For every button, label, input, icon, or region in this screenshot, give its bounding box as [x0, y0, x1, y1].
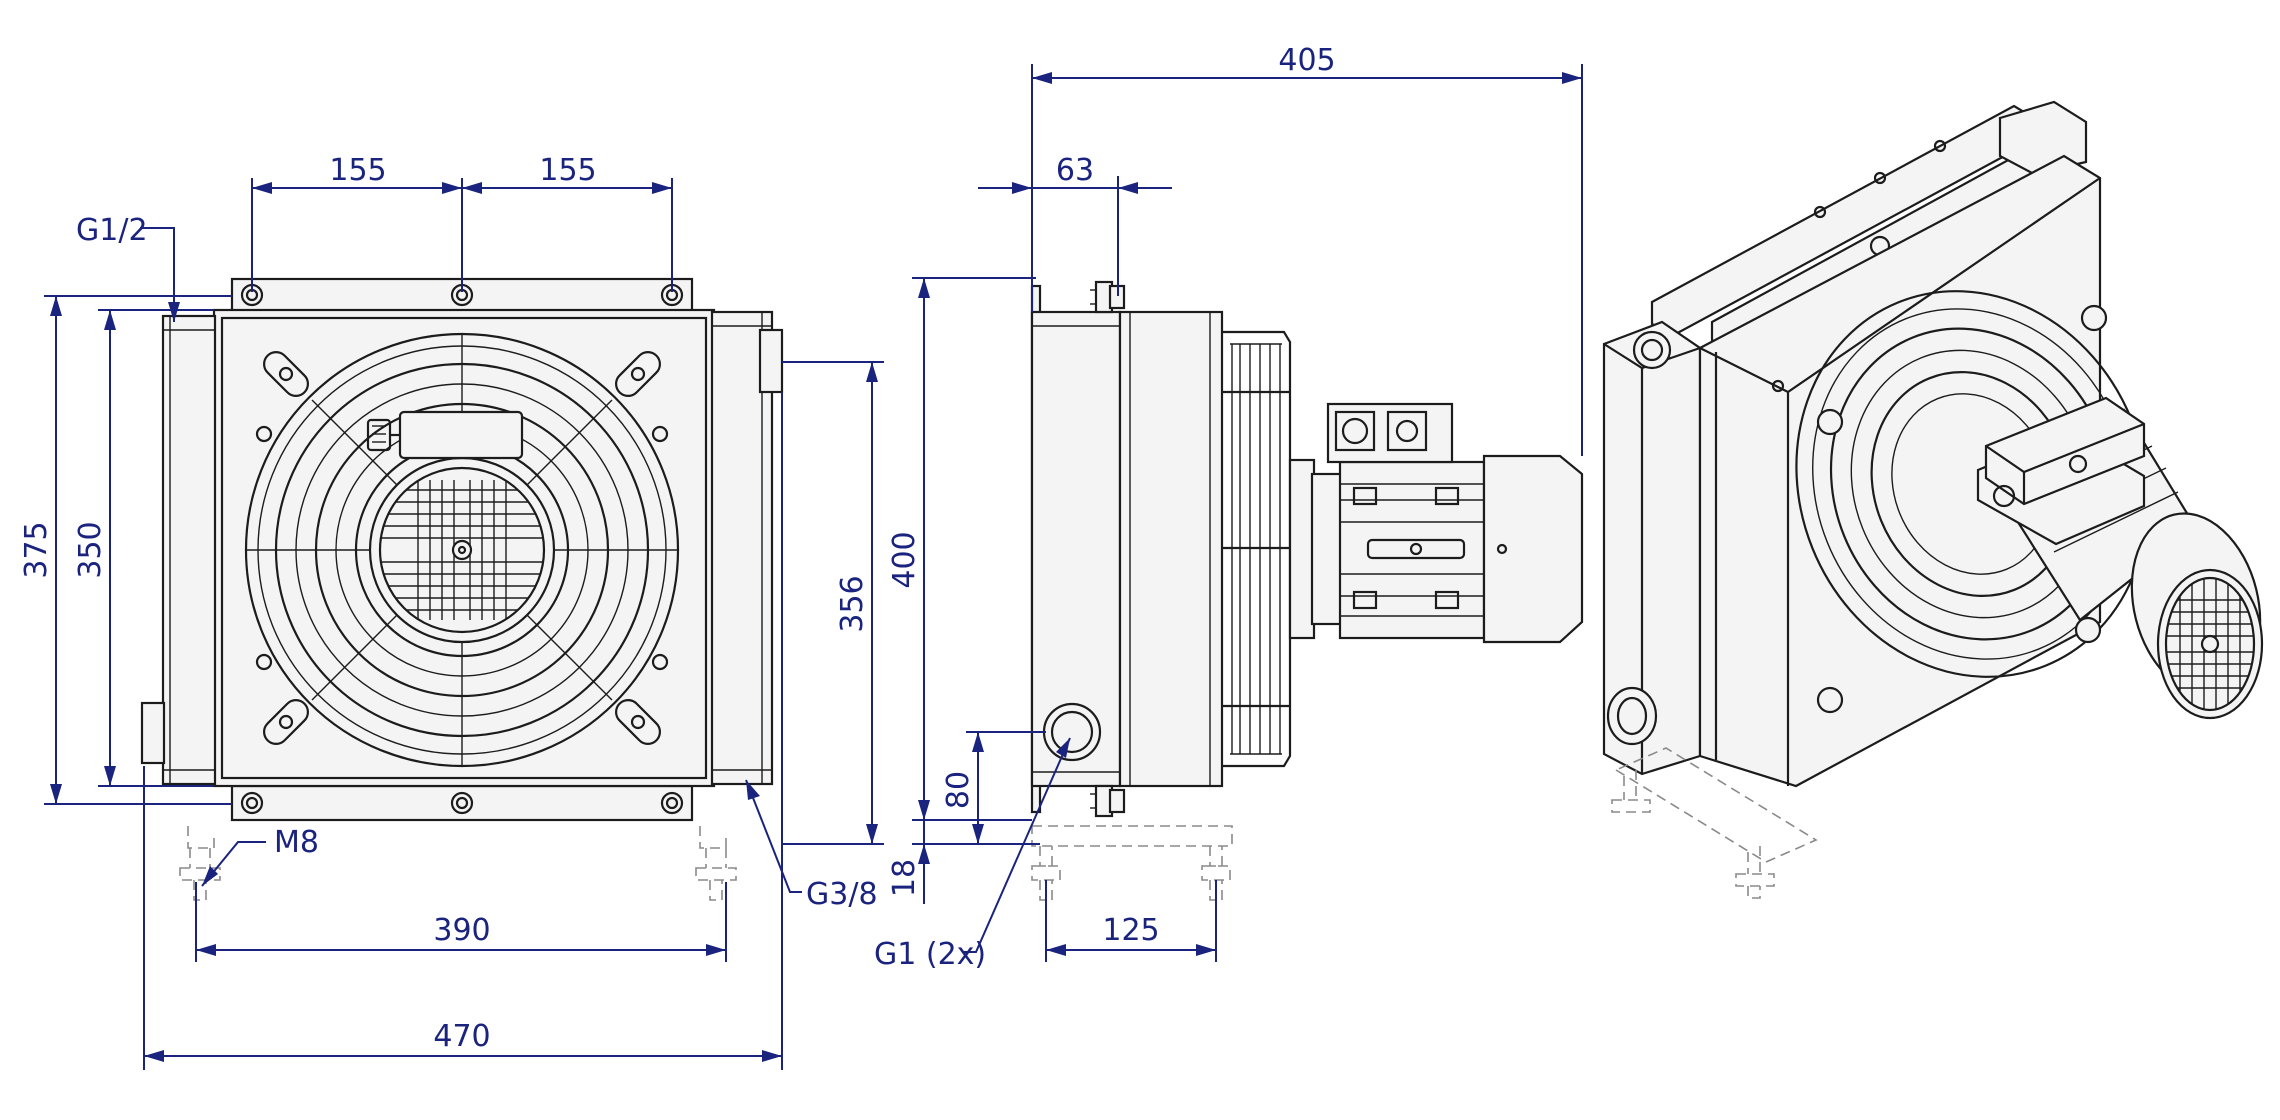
dim-side-height: 400	[887, 531, 922, 588]
dim-bolt-pitch-right: 155	[539, 153, 596, 188]
side-feet	[1031, 825, 1233, 901]
iso-radiator	[1698, 154, 2102, 788]
dim-side-flange-depth: 63	[1056, 153, 1094, 188]
label-port-top: G1/2	[76, 213, 148, 248]
motor-end-view	[368, 456, 556, 644]
fan-guard	[244, 332, 680, 768]
label-foot-thread: M8	[274, 825, 319, 860]
dim-foot-spacing: 390	[433, 913, 490, 948]
front-feet	[179, 826, 737, 901]
terminal-box	[366, 410, 524, 460]
bracket-bolts	[240, 283, 684, 815]
dim-bolt-pitch-left: 155	[329, 153, 386, 188]
iso-feet	[1611, 747, 1818, 899]
side-bolts	[1090, 280, 1126, 818]
guard-mount-ears	[255, 351, 669, 745]
dim-side-mount-height: 356	[835, 575, 870, 632]
side-fan-guard	[1222, 330, 1292, 768]
dim-overall-width: 470	[433, 1019, 490, 1054]
side-motor	[1288, 402, 1584, 644]
isometric-view	[1602, 100, 2264, 899]
dimension-labels: 155 155 G1/2 375 350 M8 390 470 G3/8 356…	[19, 43, 1336, 1054]
left-tank	[161, 314, 217, 786]
dim-overall-height: 375	[19, 521, 54, 578]
port-bottom-left	[140, 701, 166, 765]
bottom-mounting-bracket	[230, 784, 694, 822]
front-view	[140, 277, 784, 901]
side-view	[1030, 280, 1584, 901]
dimension-lines	[44, 64, 1583, 1070]
port-top-right	[758, 328, 784, 394]
dim-side-foot-spacing: 125	[1102, 913, 1159, 948]
fan-shroud	[1118, 310, 1224, 788]
dim-side-port-height: 80	[941, 771, 976, 809]
label-side-ports: G1 (2x)	[874, 937, 986, 972]
iso-motor	[1976, 396, 2264, 720]
dim-side-total-depth: 405	[1278, 43, 1335, 78]
label-port-bottom: G3/8	[806, 877, 878, 912]
dim-core-height: 350	[73, 521, 108, 578]
dim-side-foot-height: 18	[887, 859, 922, 897]
